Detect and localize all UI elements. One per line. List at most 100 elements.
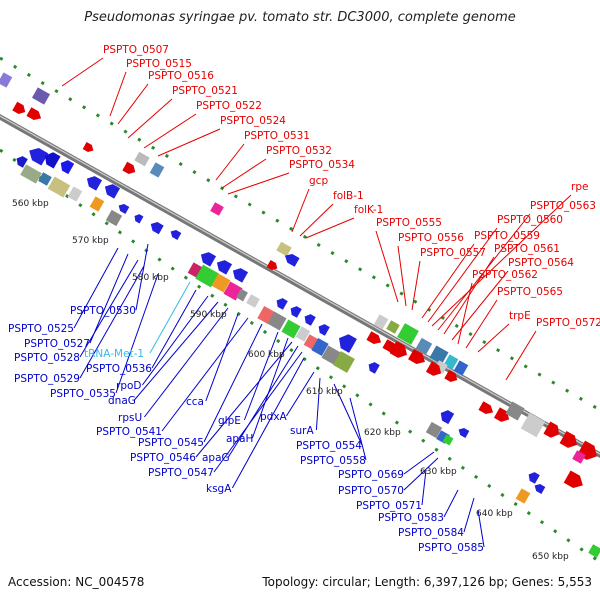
feature-blue-arrow [368,362,380,374]
gene-label-pspto-0559[interactable]: PSPTO_0559 [474,230,540,242]
gene-label-pspto-0547[interactable]: PSPTO_0547 [148,467,214,479]
gene-label-pspto-0557[interactable]: PSPTO_0557 [420,247,486,259]
feature-blue-arrow [318,324,330,336]
gene-label-pspto-0530[interactable]: PSPTO_0530 [70,305,136,317]
gene-label-pspto-0546[interactable]: PSPTO_0546 [130,452,196,464]
label-leader-line [477,323,510,353]
gene-label-pspto-0507[interactable]: PSPTO_0507 [103,44,169,56]
gene-label-pspto-0528[interactable]: PSPTO_0528 [14,352,80,364]
feature-red-arrow [82,142,94,152]
label-leader-line [141,295,209,386]
gene-label-pspto-0563[interactable]: PSPTO_0563 [530,200,596,212]
gene-label-pspto-0570[interactable]: PSPTO_0570 [338,485,404,497]
feature-blue-arrow [290,306,302,318]
label-leader-line [305,217,355,239]
label-leader-line [403,451,435,475]
gene-label-dnag[interactable]: dnaG [108,395,136,407]
gene-label-pspto-0571[interactable]: PSPTO_0571 [356,500,422,512]
gene-label-gcp[interactable]: gcp [309,175,328,187]
gene-label-pspto-0555[interactable]: PSPTO_0555 [376,217,442,229]
gene-label-pspto-0535[interactable]: PSPTO_0535 [50,388,116,400]
kbp-tick-label: 580 kbp [132,273,169,283]
gene-label-pspto-0569[interactable]: PSPTO_0569 [338,469,404,481]
gene-label-pspto-0521[interactable]: PSPTO_0521 [172,85,238,97]
gene-label-pspto-0585[interactable]: PSPTO_0585 [418,542,484,554]
label-leader-line [227,172,290,195]
gene-label-pspto-0515[interactable]: PSPTO_0515 [126,58,192,70]
gene-label-pspto-0524[interactable]: PSPTO_0524 [220,115,286,127]
kbp-tick-label: 560 kbp [12,199,49,209]
feature-red-arrow [563,470,583,488]
gene-label-pspto-0527[interactable]: PSPTO_0527 [24,338,90,350]
gene-label-pspto-0560[interactable]: PSPTO_0560 [497,214,563,226]
feature-green [588,544,600,558]
gene-label-pspto-0545[interactable]: PSPTO_0545 [138,437,204,449]
gene-label-pdxa[interactable]: pdxA [260,411,288,423]
gene-label-pspto-0558[interactable]: PSPTO_0558 [300,455,366,467]
gene-label-apag[interactable]: apaG [202,452,230,464]
feature-olive [386,320,400,334]
feature-magenta [187,262,203,278]
label-leader-line [349,397,367,461]
gene-label-pspto-0531[interactable]: PSPTO_0531 [244,130,310,142]
feature-blue-arrow [304,314,316,326]
accession-text: Accession: NC_004578 [8,575,145,589]
gene-label-rpsu[interactable]: rpsU [118,412,142,424]
label-leader-line [403,457,439,491]
label-leader-line [203,323,263,443]
gene-label-pspto-0564[interactable]: PSPTO_0564 [508,257,574,269]
feature-pink [210,202,224,216]
feature-red-arrow [12,101,26,114]
feature-blue-arrow [150,222,164,235]
feature-blue-arrow [232,268,249,283]
gene-label-trpe[interactable]: trpE [509,310,531,322]
feature-green [195,264,219,288]
gene-label-pspto-0525[interactable]: PSPTO_0525 [8,323,74,335]
gene-label-pspto-0516[interactable]: PSPTO_0516 [148,70,214,82]
gene-label-folb-1[interactable]: folB-1 [333,190,364,202]
feature-blue [311,337,329,357]
feature-grey [246,294,260,308]
feature-blue-arrow [170,230,182,240]
gene-label-pspto-0534[interactable]: PSPTO_0534 [289,159,355,171]
feature-red-arrow [478,401,494,415]
feature-grey [295,326,311,342]
gene-label-pspto-0583[interactable]: PSPTO_0583 [378,512,444,524]
gene-label-folk-1[interactable]: folK-1 [354,204,383,216]
gene-label-ksga[interactable]: ksgA [206,483,232,495]
gene-label-rpod[interactable]: rpoD [116,380,142,392]
label-leader-line [61,57,104,87]
label-leader-line [134,301,219,401]
gene-label-rpe[interactable]: rpe [571,181,588,193]
gene-label-apah[interactable]: apaH [226,433,253,445]
gene-label-pspto-0522[interactable]: PSPTO_0522 [196,100,262,112]
gene-label-pspto-0554[interactable]: PSPTO_0554 [296,440,362,452]
gene-label-sura[interactable]: surA [290,425,314,437]
gene-label-glpe[interactable]: glpE [218,415,241,427]
gene-label-pspto-0561[interactable]: PSPTO_0561 [494,243,560,255]
gene-label-pspto-0562[interactable]: PSPTO_0562 [472,269,538,281]
gene-label-pspto-0529[interactable]: PSPTO_0529 [14,373,80,385]
gene-label-trna-met-1[interactable]: tRNA-Met-1 [84,348,144,360]
gene-label-pspto-0572[interactable]: PSPTO_0572 [536,317,600,329]
gene-label-pspto-0532[interactable]: PSPTO_0532 [266,145,332,157]
feature-red-arrow [366,331,382,345]
gene-label-pspto-0565[interactable]: PSPTO_0565 [497,286,563,298]
label-leader-line [427,227,498,323]
feature-orange [211,273,231,293]
feature-red-arrow [26,107,42,121]
gene-label-pspto-0541[interactable]: PSPTO_0541 [96,426,162,438]
feature-grey [520,412,546,438]
label-leader-line [149,281,191,354]
feature-red-arrow [122,161,136,174]
gene-label-cca[interactable]: cca [186,396,204,408]
feature-blue [415,337,433,355]
feature-blue-arrow [216,260,233,275]
gene-label-pspto-0536[interactable]: PSPTO_0536 [86,363,152,375]
gene-label-pspto-0556[interactable]: PSPTO_0556 [398,232,464,244]
label-leader-line [411,260,421,311]
label-leaders [61,57,572,548]
gene-label-pspto-0584[interactable]: PSPTO_0584 [398,527,464,539]
feature-blue-arrow [134,214,144,224]
